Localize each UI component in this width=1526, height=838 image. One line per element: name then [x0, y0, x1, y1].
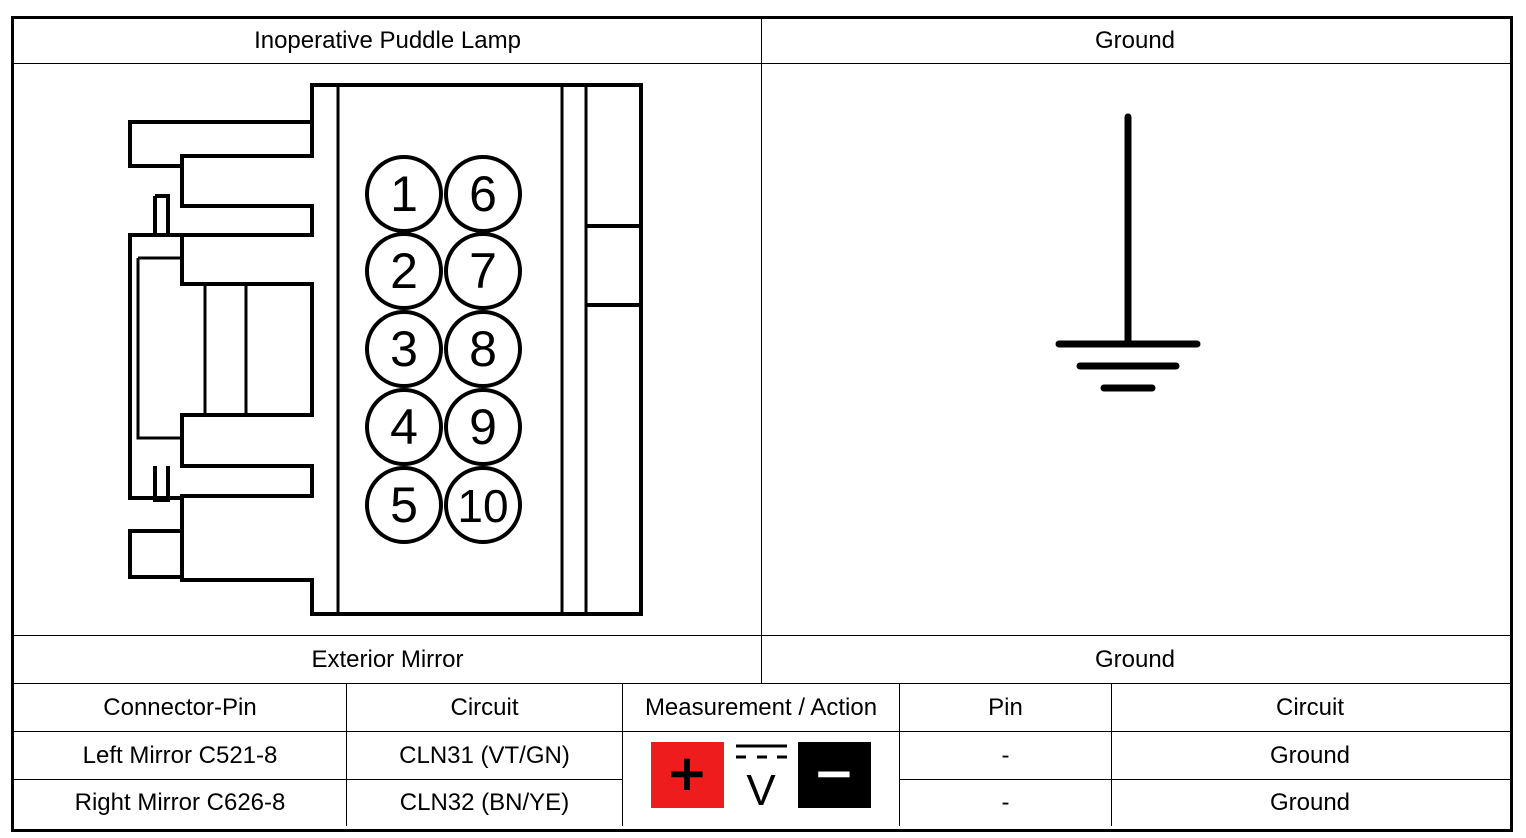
pin-9-circle	[444, 388, 522, 466]
pin-9-label: 9	[469, 399, 497, 455]
pin-2-label: 2	[390, 243, 418, 299]
divider	[11, 731, 1510, 732]
positive-symbol: +	[666, 744, 708, 802]
divider	[11, 683, 1510, 684]
voltage-symbol: V	[746, 766, 776, 815]
divider	[761, 16, 762, 684]
pin-5-label: 5	[390, 477, 418, 533]
divider	[1111, 683, 1112, 826]
connector-tab	[128, 120, 312, 168]
table-row-2-pin: -	[1001, 789, 1010, 816]
component-title: Exterior Mirror	[311, 645, 464, 673]
header-measurement: Measurement / Action	[644, 693, 878, 721]
table-row-1-circuit: CLN31 (VT/GN)	[399, 741, 570, 769]
negative-symbol: −	[813, 744, 855, 802]
pin-4-circle	[365, 388, 443, 466]
pin-6-circle	[444, 155, 522, 233]
pin-2-circle	[365, 232, 443, 310]
connector-pins: 1 2 3 4 5 6 7 8 9 10	[365, 155, 522, 544]
diagram-frame	[11, 16, 1513, 832]
pin-7-circle	[444, 232, 522, 310]
pin-1-circle	[365, 155, 443, 233]
divider	[899, 779, 1510, 780]
connector-tab	[128, 529, 182, 579]
divider	[11, 635, 1510, 636]
pin-6-label: 6	[469, 166, 497, 222]
table-row-1-connector-pin: Left Mirror C521-8	[82, 741, 278, 769]
pin-8-circle	[444, 310, 522, 388]
negative-probe-icon	[798, 742, 871, 808]
positive-probe-icon	[651, 742, 724, 808]
header-circuit: Circuit	[450, 693, 519, 721]
header-circuit-2: Circuit	[1275, 693, 1344, 721]
divider	[11, 63, 1510, 64]
divider	[346, 683, 347, 826]
header-pin: Pin	[988, 693, 1023, 721]
table-row-2-circuit: CLN32 (BN/YE)	[399, 789, 570, 816]
pin-4-label: 4	[390, 399, 418, 455]
ground-subtitle: Ground	[1094, 645, 1176, 673]
ground-title: Ground	[1094, 27, 1176, 54]
table-row-1-circuit-2: Ground	[1269, 741, 1351, 769]
divider	[11, 779, 622, 780]
header-connector-pin: Connector-Pin	[103, 693, 257, 721]
pin-10-circle	[444, 466, 522, 544]
pin-5-circle	[365, 466, 443, 544]
pin-7-label: 7	[469, 243, 497, 299]
pin-3-label: 3	[390, 321, 418, 377]
table-row-1-pin: -	[1001, 741, 1010, 769]
pin-1-label: 1	[390, 166, 418, 222]
pin-3-circle	[365, 310, 443, 388]
table-row-2-connector-pin: Right Mirror C626-8	[74, 789, 286, 816]
pin-10-label: 10	[457, 480, 508, 532]
table-row-2-circuit-2: Ground	[1269, 789, 1351, 816]
connector-title: Inoperative Puddle Lamp	[254, 27, 521, 54]
pin-8-label: 8	[469, 321, 497, 377]
connector-body	[180, 83, 643, 616]
divider	[899, 683, 900, 826]
divider	[622, 683, 623, 826]
